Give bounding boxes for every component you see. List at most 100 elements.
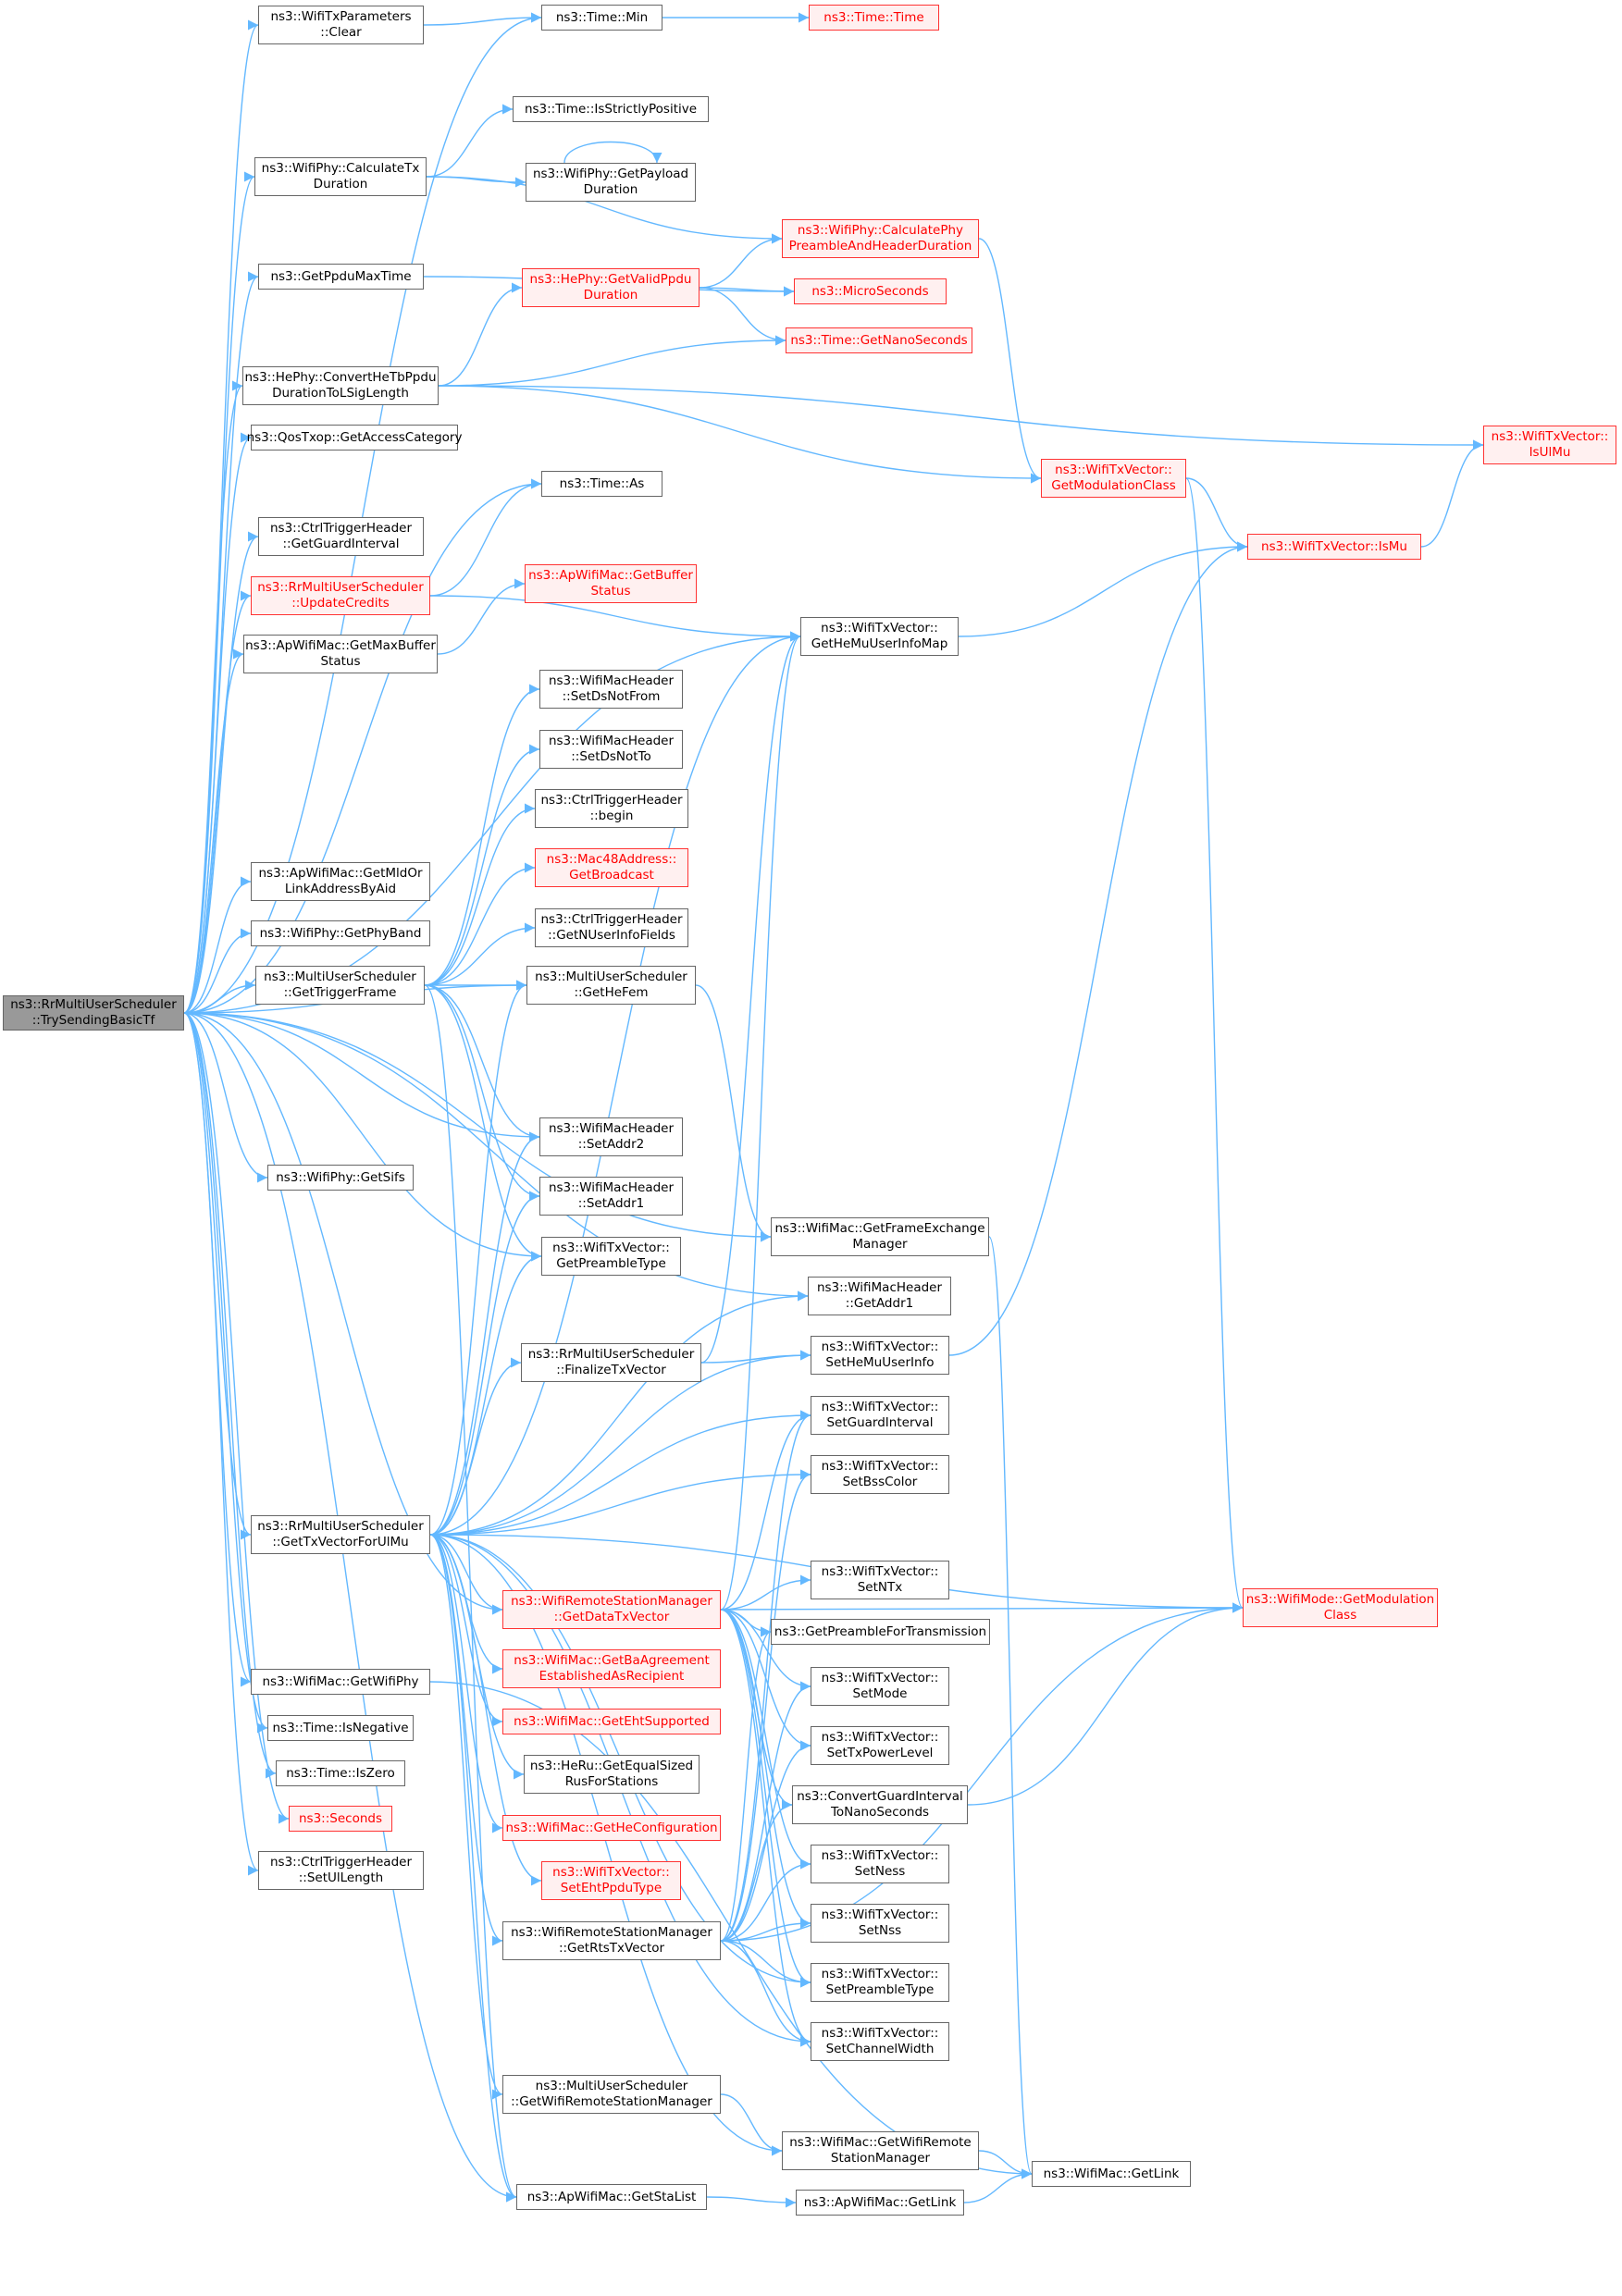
node-get-payload-duration[interactable]: ns3::WifiPhy::GetPayload Duration (526, 163, 696, 202)
edge-n_getdatatx-to-n_setchannelwidth (720, 1609, 811, 2047)
edge-n_gettxvectorulmu-to-n_finalizetx (429, 1357, 522, 1536)
edge-n_getvalidppdu-to-n_microseconds (699, 286, 795, 297)
node-get-he-fem[interactable]: ns3::MultiUserScheduler ::GetHeFem (526, 966, 696, 1005)
node-get-tx-vector-for-ul-mu[interactable]: ns3::RrMultiUserScheduler ::GetTxVectorF… (251, 1515, 430, 1554)
node-set-addr2[interactable]: ns3::WifiMacHeader ::SetAddr2 (539, 1117, 683, 1156)
node-get-rts-tx-vector[interactable]: ns3::WifiRemoteStationManager ::GetRtsTx… (502, 1921, 721, 1960)
edge-n_getdatatx-to-n_setness (720, 1609, 811, 1870)
node-set-addr1[interactable]: ns3::WifiMacHeader ::SetAddr1 (539, 1177, 683, 1216)
edge-n_root-to-n_getphyband (183, 928, 252, 1014)
node-ctrl-get-guard-interval[interactable]: ns3::CtrlTriggerHeader ::GetGuardInterva… (258, 517, 424, 556)
node-get-he-mu-user-info-map[interactable]: ns3::WifiTxVector:: GetHeMuUserInfoMap (800, 617, 959, 656)
node-set-bss-color[interactable]: ns3::WifiTxVector:: SetBssColor (811, 1455, 949, 1494)
node-get-ppdu-max-time[interactable]: ns3::GetPpduMaxTime (258, 264, 424, 290)
node-time-as[interactable]: ns3::Time::As (541, 471, 662, 497)
node-set-n-tx[interactable]: ns3::WifiTxVector:: SetNTx (811, 1561, 949, 1599)
edge-n_root-to-n_getdatatx (183, 1012, 503, 1615)
node-get-wifi-rsm-scheduler[interactable]: ns3::MultiUserScheduler ::GetWifiRemoteS… (502, 2075, 721, 2114)
edge-n_getdatatx-to-n_setguardinterval (720, 1410, 811, 1611)
node-root[interactable]: ns3::RrMultiUserScheduler ::TrySendingBa… (3, 995, 184, 1031)
node-get-access-category[interactable]: ns3::QosTxop::GetAccessCategory (247, 425, 462, 451)
node-get-modulation-class-mode[interactable]: ns3::WifiMode::GetModulation Class (1243, 1588, 1438, 1627)
node-is-zero[interactable]: ns3::Time::IsZero (276, 1760, 405, 1786)
node-set-tx-power-level[interactable]: ns3::WifiTxVector:: SetTxPowerLevel (811, 1726, 949, 1765)
node-set-channel-width[interactable]: ns3::WifiTxVector:: SetChannelWidth (811, 2022, 949, 2061)
node-set-ul-length[interactable]: ns3::CtrlTriggerHeader ::SetUlLength (258, 1851, 424, 1890)
node-get-wifi-rsm-mac[interactable]: ns3::WifiMac::GetWifiRemote StationManag… (782, 2131, 979, 2170)
edge-n_convertheTb-to-n_getmodclass_tx (438, 385, 1042, 484)
edge-n_root-to-n_getmaxbuffer (183, 648, 244, 1014)
edge-n_root-to-n_getguardint_ctrl (183, 531, 259, 1014)
node-microseconds[interactable]: ns3::MicroSeconds (794, 278, 947, 304)
node-is-strictly-positive[interactable]: ns3::Time::IsStrictlyPositive (513, 96, 709, 122)
edge-n_getrtstx-to-n_setbsscolor (720, 1469, 811, 1942)
node-ctrl-begin[interactable]: ns3::CtrlTriggerHeader ::begin (535, 789, 688, 828)
node-get-nanoseconds[interactable]: ns3::Time::GetNanoSeconds (786, 327, 972, 353)
node-set-guard-interval[interactable]: ns3::WifiTxVector:: SetGuardInterval (811, 1396, 949, 1435)
node-get-sta-list[interactable]: ns3::ApWifiMac::GetStaList (516, 2184, 707, 2210)
node-set-nss[interactable]: ns3::WifiTxVector:: SetNss (811, 1904, 949, 1943)
edge-n_getvalidppdu-to-n_getnanoseconds (699, 287, 786, 346)
node-set-ds-not-from[interactable]: ns3::WifiMacHeader ::SetDsNotFrom (539, 670, 683, 709)
edge-n_ismu-to-n_isulmu (1420, 439, 1484, 548)
node-get-mld-or-link-address[interactable]: ns3::ApWifiMac::GetMldOr LinkAddressByAi… (251, 862, 430, 901)
edge-n_gettxvectorulmu-to-n_getwifirsm_mac (429, 1534, 783, 2156)
node-finalize-tx-vector[interactable]: ns3::RrMultiUserScheduler ::FinalizeTxVe… (521, 1343, 701, 1382)
edge-n_getframeexch-to-n_getlink_mac (988, 1236, 1033, 2179)
node-get-preamble-type[interactable]: ns3::WifiTxVector:: GetPreambleType (541, 1237, 681, 1276)
node-apwifimac-get-link[interactable]: ns3::ApWifiMac::GetLink (796, 2190, 964, 2216)
edge-n_gettriggerframe-to-n_setdsnotto (424, 744, 540, 986)
node-get-broadcast[interactable]: ns3::Mac48Address:: GetBroadcast (535, 848, 688, 887)
edge-n_finalizetx-to-n_gethemuuserinfomap (700, 631, 801, 1364)
node-wifimac-get-link[interactable]: ns3::WifiMac::GetLink (1032, 2161, 1191, 2187)
node-get-data-tx-vector[interactable]: ns3::WifiRemoteStationManager ::GetDataT… (502, 1590, 721, 1629)
node-get-wifi-phy[interactable]: ns3::WifiMac::GetWifiPhy (251, 1669, 430, 1695)
node-is-negative[interactable]: ns3::Time::IsNegative (267, 1715, 414, 1741)
node-get-eht-supported[interactable]: ns3::WifiMac::GetEhtSupported (502, 1709, 721, 1734)
node-get-sifs[interactable]: ns3::WifiPhy::GetSifs (267, 1165, 414, 1191)
node-calculate-tx-duration[interactable]: ns3::WifiPhy::CalculateTx Duration (254, 157, 427, 196)
node-set-eht-ppdu-type[interactable]: ns3::WifiTxVector:: SetEhtPpduType (541, 1861, 681, 1900)
edge-n_gethefem-to-n_getframeexch (695, 984, 772, 1242)
node-get-addr1[interactable]: ns3::WifiMacHeader ::GetAddr1 (808, 1277, 951, 1315)
node-get-modulation-class-txvector[interactable]: ns3::WifiTxVector:: GetModulationClass (1041, 459, 1186, 498)
node-set-ness[interactable]: ns3::WifiTxVector:: SetNess (811, 1845, 949, 1883)
node-set-mode[interactable]: ns3::WifiTxVector:: SetMode (811, 1667, 949, 1706)
node-get-valid-ppdu-duration[interactable]: ns3::HePhy::GetValidPpdu Duration (522, 268, 700, 307)
node-get-phy-band[interactable]: ns3::WifiPhy::GetPhyBand (251, 920, 430, 946)
edge-n_convertheTb-to-n_getvalidppdu (438, 282, 523, 387)
edge-n_root-to-n_iszero (183, 1012, 277, 1779)
node-set-he-mu-user-info[interactable]: ns3::WifiTxVector:: SetHeMuUserInfo (811, 1336, 949, 1375)
node-get-ba-agreement[interactable]: ns3::WifiMac::GetBaAgreement Established… (502, 1649, 721, 1688)
node-is-ul-mu[interactable]: ns3::WifiTxVector:: IsUlMu (1483, 426, 1616, 464)
edge-n_getrtstx-to-n_setpreambletype (720, 1940, 811, 1988)
node-get-buffer-status[interactable]: ns3::ApWifiMac::GetBuffer Status (525, 564, 697, 603)
node-convert-he-tb-ppdu[interactable]: ns3::HePhy::ConvertHeTbPpdu DurationToLS… (242, 366, 439, 405)
edge-n_gettxvectorulmu-to-n_sethemuuserinfo (429, 1350, 811, 1536)
node-get-preamble-for-transmission[interactable]: ns3::GetPreambleForTransmission (771, 1619, 990, 1645)
node-set-ds-not-to[interactable]: ns3::WifiMacHeader ::SetDsNotTo (539, 730, 683, 769)
edge-n_getrtstx-to-n_convertguard (720, 1799, 793, 1942)
edge-n_root-to-n_getaccesscat (183, 432, 252, 1014)
node-get-max-buffer-status[interactable]: ns3::ApWifiMac::GetMaxBuffer Status (243, 635, 438, 673)
node-get-equal-sized-rus[interactable]: ns3::HeRu::GetEqualSized RusForStations (524, 1755, 700, 1794)
node-get-frame-exchange-manager[interactable]: ns3::WifiMac::GetFrameExchange Manager (771, 1217, 989, 1256)
node-time-min[interactable]: ns3::Time::Min (541, 5, 662, 31)
node-get-n-user-info-fields[interactable]: ns3::CtrlTriggerHeader ::GetNUserInfoFie… (535, 908, 688, 947)
edge-n_gettriggerframe-to-n_ctrl_begin (424, 803, 536, 986)
node-seconds[interactable]: ns3::Seconds (289, 1806, 392, 1832)
edge-n_gettxvectorulmu-to-n_getehtsupported (429, 1534, 503, 1727)
edge-n_root-to-n_isnegative (183, 1012, 268, 1734)
edge-n_gettxvectorulmu-to-n_setguardinterval (429, 1410, 811, 1536)
node-get-he-configuration[interactable]: ns3::WifiMac::GetHeConfiguration (502, 1815, 721, 1841)
node-set-preamble-type[interactable]: ns3::WifiTxVector:: SetPreambleType (811, 1963, 949, 2002)
node-update-credits[interactable]: ns3::RrMultiUserScheduler ::UpdateCredit… (251, 576, 430, 615)
edge-n_convertguard-to-n_getmodclass_mode (967, 1602, 1244, 1806)
node-convert-guard-interval[interactable]: ns3::ConvertGuardInterval ToNanoSeconds (792, 1785, 968, 1824)
node-is-mu[interactable]: ns3::WifiTxVector::IsMu (1247, 534, 1421, 560)
node-calculate-phy-preamble[interactable]: ns3::WifiPhy::CalculatePhy PreambleAndHe… (782, 219, 979, 258)
edge-n_gettxvectorulmu-to-n_getaddr1 (429, 1290, 809, 1536)
node-time-time[interactable]: ns3::Time::Time (809, 5, 939, 31)
node-get-trigger-frame[interactable]: ns3::MultiUserScheduler ::GetTriggerFram… (255, 966, 425, 1005)
node-txparams-clear[interactable]: ns3::WifiTxParameters ::Clear (258, 6, 424, 44)
